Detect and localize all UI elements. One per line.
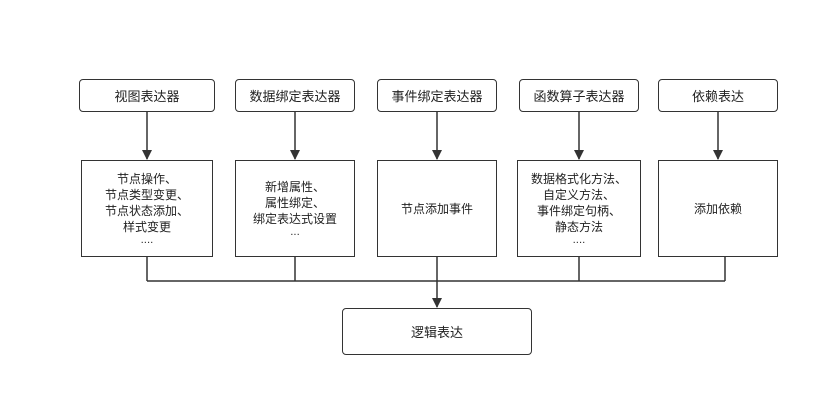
detail-line: 绑定表达式设置 [252,211,337,226]
node-label: 函数算子表达器 [533,90,625,105]
detail-line: ... [290,226,300,238]
detail-line: 事件绑定句柄、 [536,203,621,218]
node-label: 依赖表达 [691,90,744,105]
detail-event-binding: 节点添加事件 [377,160,497,257]
detail-line: .... [572,234,586,246]
node-label: 视图表达器 [114,90,180,105]
detail-data-binding: 新增属性、 属性绑定、 绑定表达式设置 ... [235,160,355,257]
detail-line: 自定义方法、 [542,187,615,202]
detail-line: .... [140,234,154,246]
detail-view-operations: 节点操作、 节点类型变更、 节点状态添加、 样式变更 .... [81,160,213,257]
detail-line: 新增属性、 [264,179,325,194]
detail-line: 节点类型变更、 [104,187,189,202]
node-logic-expression: 逻辑表达 [342,308,532,355]
detail-function-operators: 数据格式化方法、 自定义方法、 事件绑定句柄、 静态方法 .... [517,160,641,257]
detail-line: 节点添加事件 [400,201,473,216]
node-data-binding-expressor: 数据绑定表达器 [235,79,355,112]
detail-dependency: 添加依赖 [658,160,778,257]
node-label: 事件绑定表达器 [391,90,483,105]
detail-line: 节点状态添加、 [104,203,189,218]
node-function-operator-expressor: 函数算子表达器 [519,79,639,112]
detail-line: 属性绑定、 [264,195,325,210]
detail-line: 静态方法 [554,219,603,234]
node-label: 逻辑表达 [410,326,463,341]
node-label: 数据绑定表达器 [249,90,341,105]
node-event-binding-expressor: 事件绑定表达器 [377,79,497,112]
detail-line: 节点操作、 [116,171,177,186]
node-dependency-expression: 依赖表达 [658,79,778,112]
detail-line: 数据格式化方法、 [530,171,627,186]
detail-line: 添加依赖 [693,201,742,216]
node-view-expressor: 视图表达器 [79,79,215,112]
detail-line: 样式变更 [122,219,171,234]
